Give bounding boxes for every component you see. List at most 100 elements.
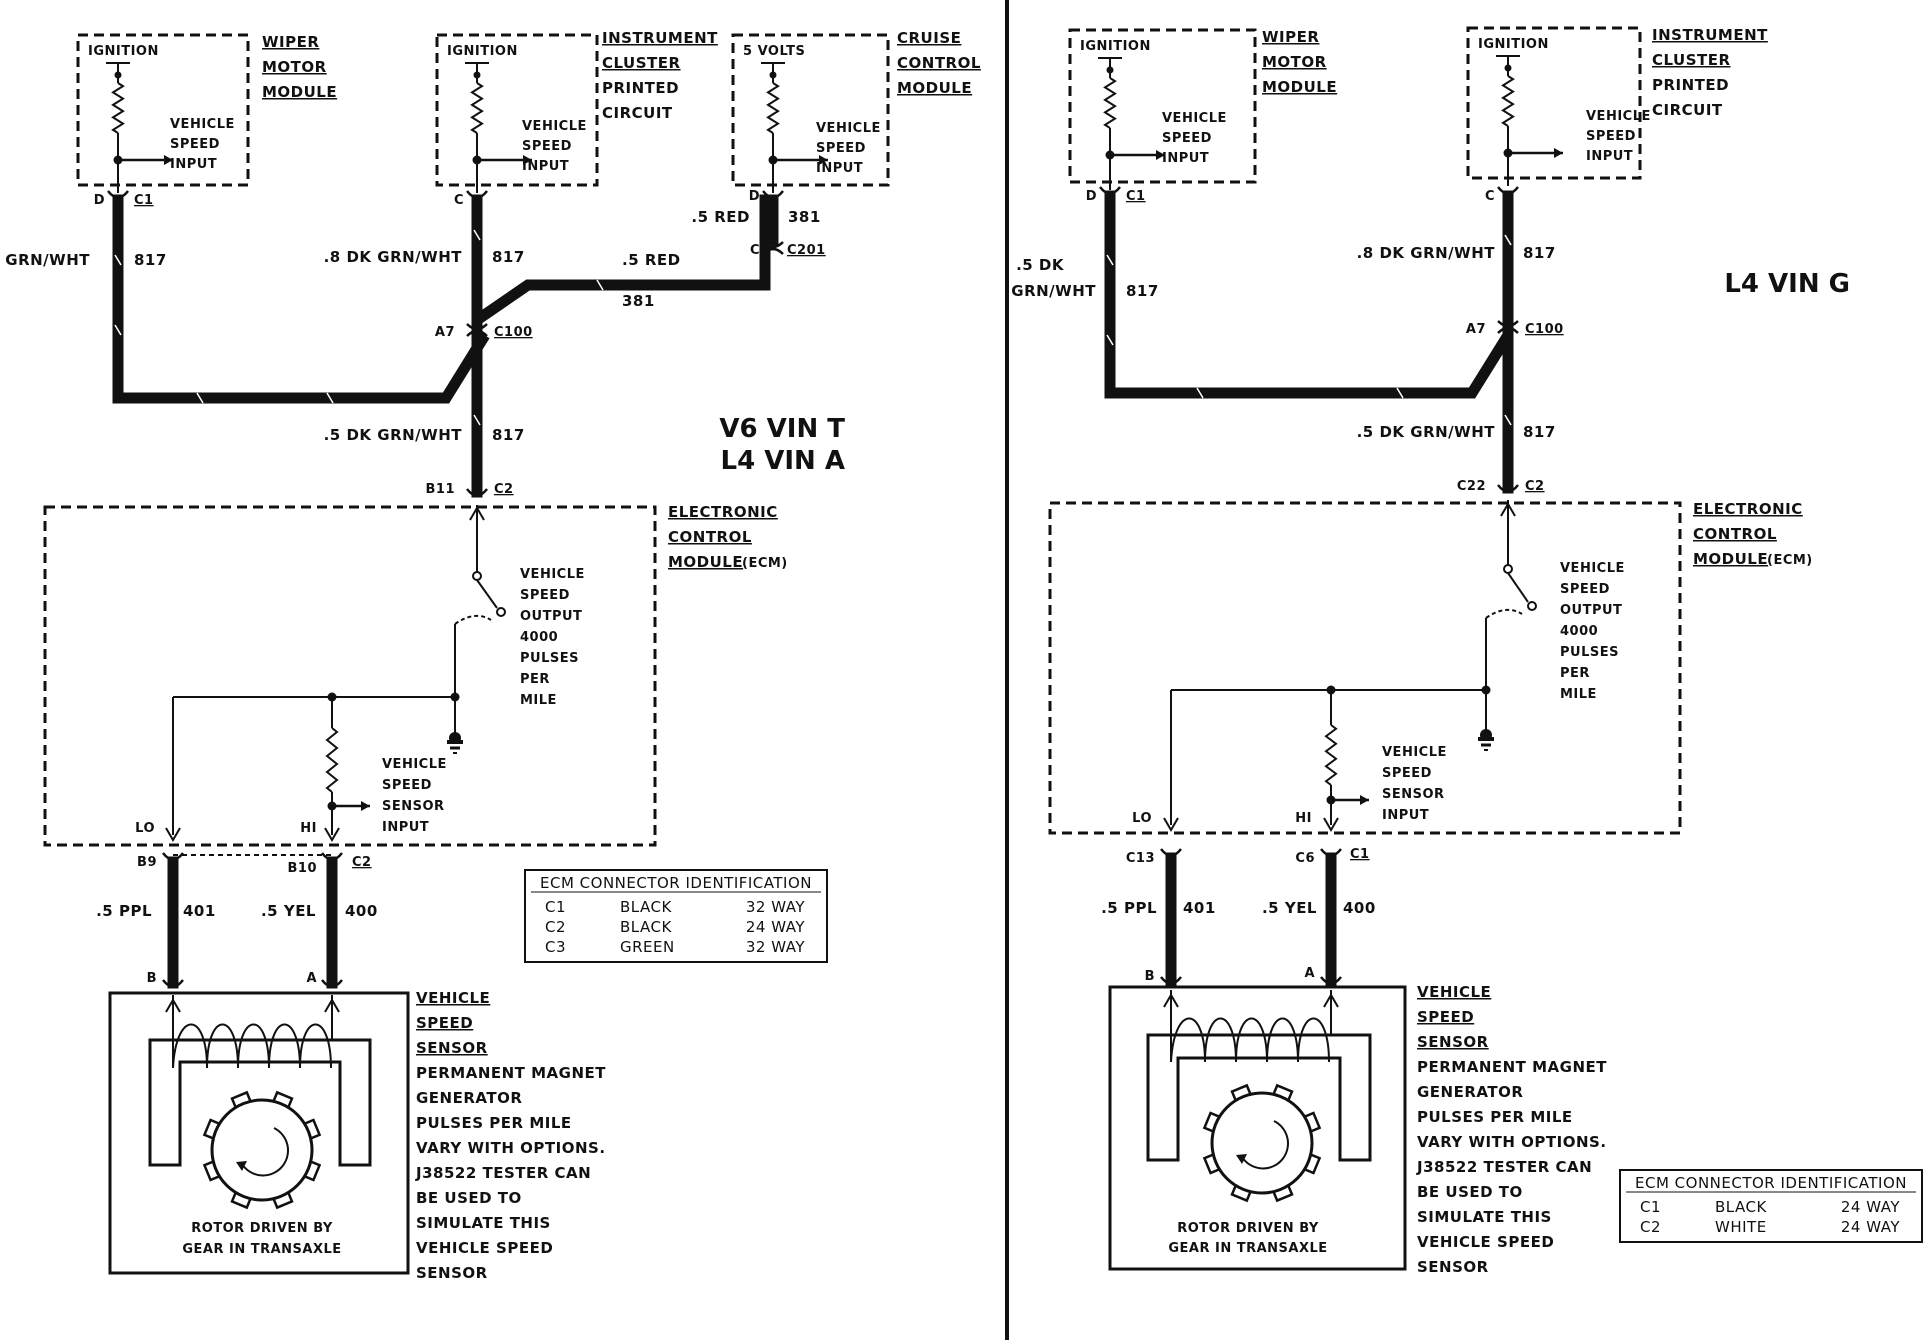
supply-label: IGNITION [1080,39,1151,54]
arrow-head-icon [1156,150,1165,160]
pin-label: D [1086,189,1097,204]
connector-icon [1497,186,1519,195]
connector-icon [321,852,343,861]
ecm-title: MODULE [668,553,743,571]
resistor-icon [1501,75,1515,127]
circuit-number-label: 817 [1523,244,1556,262]
rotation-arrow-icon [241,1127,290,1177]
wire-color-label: .5 YEL [261,902,316,920]
module-box [1068,28,1257,184]
rotor-icon [1210,1091,1314,1195]
connector-id-cell: C1 [545,898,566,916]
vss-description: PERMANENT MAGNET [1417,1058,1607,1076]
wire-color-label: .5 RED [691,208,750,226]
sensor-input-label: INPUT [382,820,429,835]
vss-description: J38522 TESTER CAN [1416,1158,1592,1176]
ecm-module-box [43,505,657,847]
switch-blade [1507,572,1529,603]
left-diagram-panel: IGNITIONVEHICLESPEEDINPUTWIPERMOTORMODUL… [0,29,980,1282]
switch-contact [1503,564,1513,574]
connector-icon [1497,326,1519,334]
ground-icon [1480,729,1492,741]
cluster-title: CLUSTER [602,54,681,72]
vss-description: GENERATOR [416,1089,522,1107]
circuit-number-label: 401 [183,902,216,920]
pin-label: C [750,243,760,258]
ecm-title: CONTROL [1693,525,1777,543]
wire-stripe [326,392,334,404]
wire-817-wiper [1104,190,1513,399]
switch-contact [1527,601,1537,611]
connector-icon [162,852,184,861]
circuit-number-label: 381 [788,208,821,226]
wire-stripe [114,324,122,336]
circuit-number-label: 817 [134,251,167,269]
connector-table-title: ECM CONNECTOR IDENTIFICATION [1635,1174,1907,1192]
connector-icon [762,241,784,249]
ecm-output-label: MILE [1560,687,1597,702]
wiper-module-title: MODULE [262,83,337,101]
vss-description: BE USED TO [1417,1183,1523,1201]
arrow-up-icon [324,998,340,1013]
vehicle-speed-input-label: SPEED [170,137,220,152]
pin-label: D [94,193,105,208]
ecm-output-label: MILE [520,693,557,708]
sensor-input-label: SPEED [1382,766,1432,781]
right-diagram-panel: IGNITIONVEHICLESPEEDINPUTWIPERMOTORMODUL… [1011,26,1923,1276]
cluster-title: CIRCUIT [1652,101,1723,119]
wire-color-label: .5 PPL [96,902,152,920]
module-box [1466,26,1642,180]
connector-icon [466,190,488,199]
vss-description: PULSES PER MILE [416,1114,572,1132]
connector-icon [1320,976,1342,985]
rotor-label: ROTOR DRIVEN BY [1177,1221,1319,1236]
vss-description: GENERATOR [1417,1083,1523,1101]
connector-icon [466,323,488,331]
arrow-head-icon [1554,148,1563,158]
vehicle-speed-input-label: SPEED [1162,131,1212,146]
connector-id-cell: C2 [1640,1218,1661,1236]
junction-dot [769,71,777,79]
supply-label: IGNITION [1478,37,1549,52]
hi-terminal-label: HI [300,821,317,836]
cluster-title: INSTRUMENT [1652,26,1768,44]
wiper-module-title: WIPER [262,33,319,51]
wire-stripe [1504,414,1512,426]
rotor-icon [210,1098,314,1202]
magnet-core-icon [148,1038,372,1167]
connector-id-cell: C3 [545,938,566,956]
vehicle-speed-input-label: INPUT [522,159,569,174]
pin-label: B10 [288,861,318,876]
arrow-head-icon [164,155,173,165]
wire-color-label: GRN/WHT [1011,282,1096,300]
pin-label: A [1304,966,1315,981]
engine-variant-label: L4 VIN A [721,446,845,476]
wire-color-label: .5 DK GRN/WHT [324,426,463,444]
sensor-input-label: SPEED [382,778,432,793]
connector-ways-cell: 24 WAY [1841,1218,1900,1236]
vehicle-speed-input-label: VEHICLE [1162,111,1227,126]
connector-icon [1099,186,1121,195]
wire-color-label: .5 YEL [1262,899,1317,917]
connector-table-title: ECM CONNECTOR IDENTIFICATION [540,874,812,892]
arrow-down-icon [324,827,340,842]
connector-ways-cell: 32 WAY [746,938,805,956]
switch-dash [1485,608,1523,619]
vss-housing [1108,985,1407,1271]
vehicle-speed-input-label: SPEED [816,141,866,156]
vss-description: BE USED TO [416,1189,522,1207]
vss-housing [108,991,410,1275]
wire-color-label: .5 PPL [1101,899,1157,917]
junction-dot [1504,64,1512,72]
circuit-number-label: 401 [1183,899,1216,917]
cruise-module-title: MODULE [897,79,972,97]
ecm-output-label: PULSES [520,651,579,666]
vehicle-speed-input-label: SPEED [1586,129,1636,144]
arrow-up-icon [469,506,485,521]
cluster-title: INSTRUMENT [602,29,718,47]
vehicle-speed-input-label: SPEED [522,139,572,154]
ecm-title: ELECTRONIC [1693,500,1803,518]
circuit-number-label: 817 [1126,282,1159,300]
pin-label: B [147,971,157,986]
